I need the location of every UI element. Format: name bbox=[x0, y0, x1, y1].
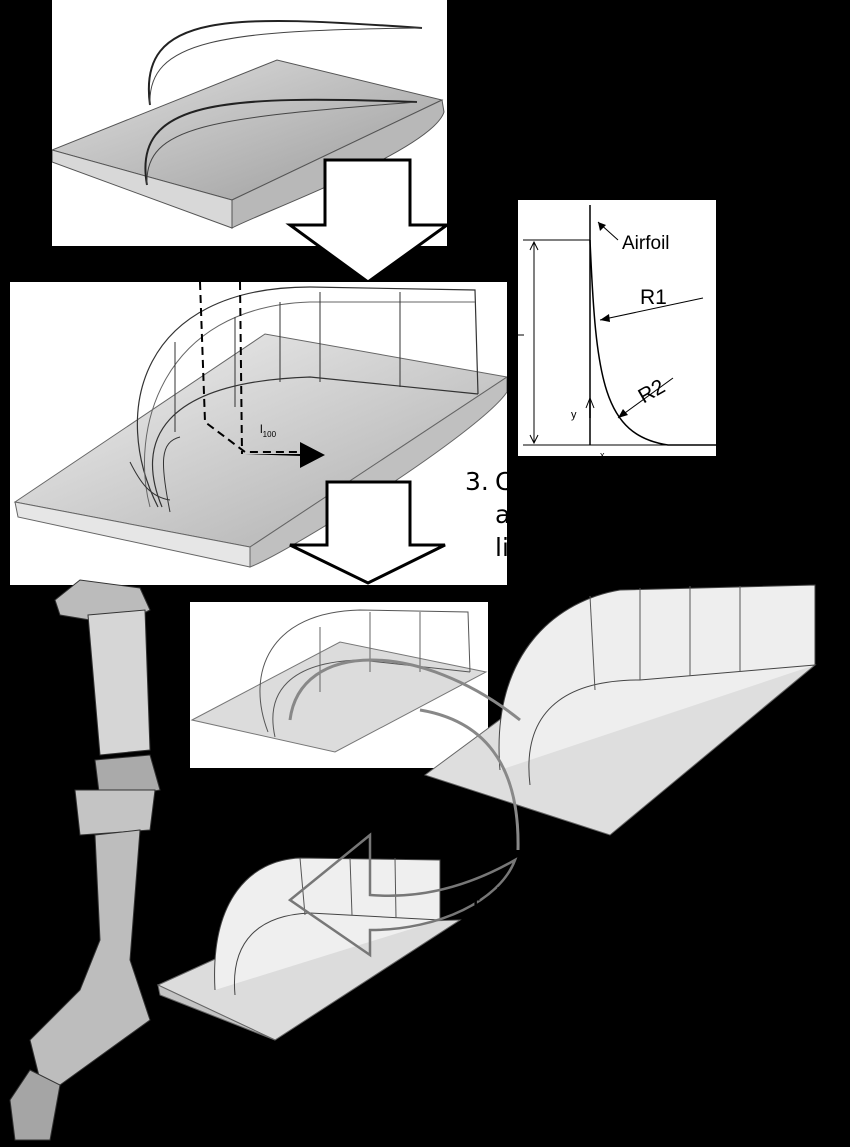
input-geometry-panel bbox=[52, 0, 447, 246]
step-3: 3.Creation of splines and areas along pa… bbox=[465, 467, 817, 562]
airfoil-label: Airfoil bbox=[622, 233, 670, 254]
cross-sections-drawing: l100 bbox=[13, 282, 507, 568]
step-1: 1.Input geometry import bbox=[465, 16, 780, 45]
parametrized-part-panel bbox=[190, 602, 488, 768]
section-label: l100 bbox=[260, 422, 277, 439]
r2-label: R2 bbox=[634, 375, 669, 408]
r1-label: R1 bbox=[640, 286, 667, 309]
x-axis-label: x bbox=[600, 450, 605, 456]
profile-detail-drawing: Airfoil R1 R2 y x bbox=[518, 205, 716, 456]
y-axis-label: y bbox=[571, 409, 577, 421]
steps-1-2: 1.Input geometry import 2.Creation of pa… bbox=[465, 14, 845, 146]
steps-4-5: 4.Import the rest of the model as FE mes… bbox=[465, 880, 845, 1111]
step-5: 5.BCs and loads application, bbox=[465, 1047, 826, 1076]
step-4: 4.Import the rest of the model bbox=[465, 882, 764, 944]
cross-sections-panel: l100 bbox=[10, 282, 507, 585]
profile-detail-panel: Airfoil R1 R2 y x bbox=[518, 200, 716, 456]
step-2: 2.Creation of parametrized bbox=[465, 49, 809, 78]
parametrized-part-drawing bbox=[190, 609, 488, 753]
input-geometry-drawing bbox=[52, 19, 445, 229]
